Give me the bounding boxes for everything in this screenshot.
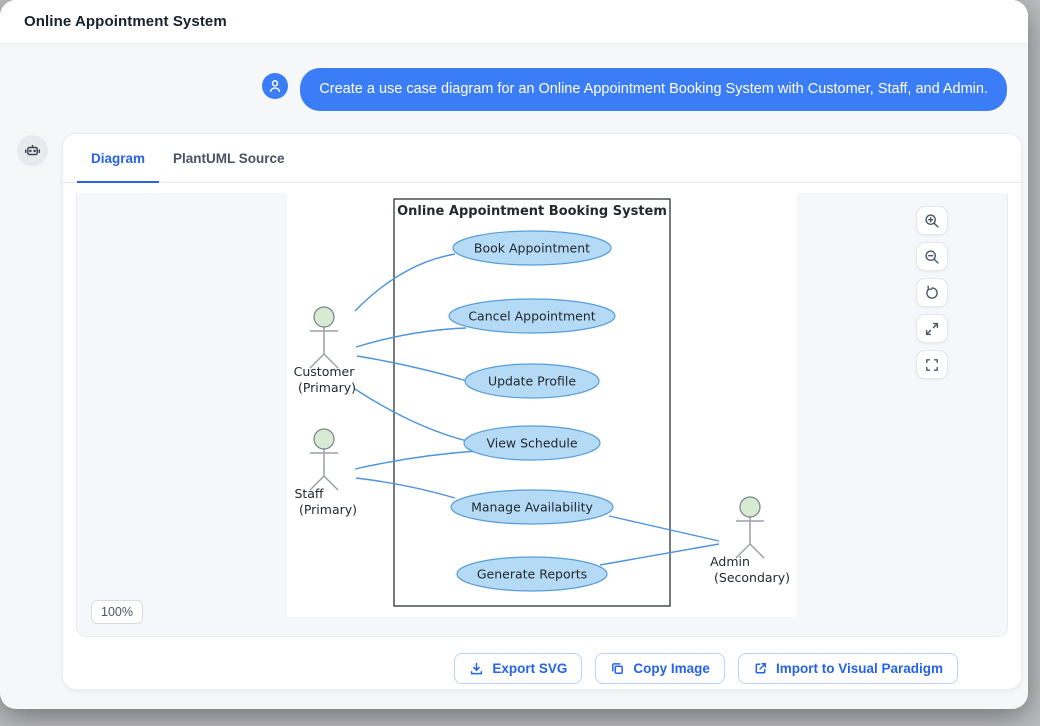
zoom-level-badge: 100%	[91, 600, 143, 624]
user-icon	[267, 78, 283, 94]
usecase-label: Manage Availability	[471, 500, 593, 515]
action-bar: Export SVG Copy Image Import to Visual P…	[63, 637, 1021, 690]
association-line	[609, 516, 719, 541]
expand-button[interactable]	[916, 314, 948, 343]
app-title: Online Appointment System	[24, 13, 227, 30]
result-card: Diagram PlantUML Source Online Appointme…	[62, 133, 1022, 690]
actor-figure: Customer(Primary)	[294, 307, 356, 395]
external-link-icon	[753, 661, 768, 676]
reset-view-button[interactable]	[916, 278, 948, 307]
association-line	[356, 328, 466, 347]
association-line	[355, 389, 467, 441]
user-message-bubble: Create a use case diagram for an Online …	[300, 68, 1007, 111]
copy-icon	[610, 661, 625, 676]
user-message-row: Create a use case diagram for an Online …	[262, 68, 1007, 111]
actor-role: (Primary)	[299, 502, 357, 517]
actor-figure: Admin(Secondary)	[710, 497, 790, 585]
usecase-label: Cancel Appointment	[468, 309, 595, 324]
copy-image-label: Copy Image	[633, 661, 710, 676]
system-boundary-title: Online Appointment Booking System	[397, 204, 667, 219]
tab-diagram[interactable]: Diagram	[77, 134, 159, 182]
usecase-label: Update Profile	[488, 374, 576, 389]
usecase-diagram: Online Appointment Booking SystemBook Ap…	[287, 193, 797, 617]
import-visual-paradigm-button[interactable]: Import to Visual Paradigm	[738, 653, 958, 684]
app-header: Online Appointment System	[0, 0, 1028, 44]
assistant-avatar	[17, 135, 48, 166]
usecase-label: View Schedule	[486, 436, 577, 451]
actor-name: Staff	[294, 486, 323, 501]
actor-role: (Secondary)	[714, 570, 790, 585]
fullscreen-button[interactable]	[916, 350, 948, 379]
zoom-out-button[interactable]	[916, 242, 948, 271]
association-line	[600, 544, 719, 565]
usecase-label: Book Appointment	[474, 241, 590, 256]
actor-figure: Staff(Primary)	[294, 429, 357, 517]
robot-icon	[24, 142, 41, 159]
export-svg-button[interactable]: Export SVG	[454, 653, 582, 684]
zoom-in-button[interactable]	[916, 206, 948, 235]
copy-image-button[interactable]: Copy Image	[595, 653, 725, 684]
tab-bar: Diagram PlantUML Source	[63, 134, 1021, 183]
download-icon	[469, 661, 484, 676]
diagram-canvas[interactable]: Online Appointment Booking SystemBook Ap…	[287, 193, 797, 617]
actor-name: Admin	[710, 554, 750, 569]
app-window: Online Appointment System Create a use c…	[0, 0, 1028, 709]
assistant-row: Diagram PlantUML Source Online Appointme…	[17, 133, 1022, 690]
zoom-out-icon	[924, 249, 940, 265]
tab-plantuml-source[interactable]: PlantUML Source	[159, 134, 299, 182]
user-avatar	[262, 73, 288, 99]
zoom-controls	[916, 206, 948, 379]
actor-name: Customer	[294, 364, 356, 379]
usecase-label: Generate Reports	[477, 567, 587, 582]
association-line	[355, 254, 455, 311]
export-svg-label: Export SVG	[492, 661, 567, 676]
fullscreen-icon	[924, 357, 940, 373]
reset-icon	[924, 285, 940, 301]
zoom-in-icon	[924, 213, 940, 229]
expand-icon	[924, 321, 940, 337]
association-line	[355, 451, 477, 469]
import-visual-paradigm-label: Import to Visual Paradigm	[776, 661, 943, 676]
diagram-panel: Online Appointment Booking SystemBook Ap…	[76, 193, 1008, 637]
actor-role: (Primary)	[298, 380, 356, 395]
association-line	[356, 478, 455, 498]
association-line	[357, 356, 467, 381]
